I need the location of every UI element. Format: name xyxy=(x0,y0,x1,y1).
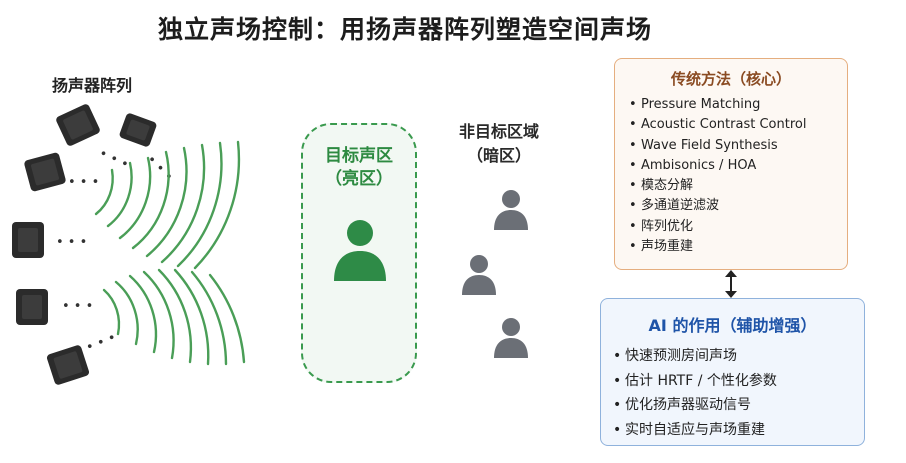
bright-zone: 目标声区 （亮区） xyxy=(301,123,417,383)
sound-waves-upper xyxy=(94,140,241,270)
list-item: •实时自适应与声场重建 xyxy=(613,418,864,443)
list-item: •Ambisonics / HOA xyxy=(629,156,847,176)
traditional-methods-title: 传统方法（核心） xyxy=(670,70,791,88)
bright-zone-title-line1: 目标声区 xyxy=(325,146,393,166)
bullet-icon: • xyxy=(613,397,622,413)
list-item: •优化扬声器驱动信号 xyxy=(613,393,864,418)
bullet-icon: • xyxy=(629,137,637,153)
bullet-icon: • xyxy=(613,348,622,364)
list-item: •声场重建 xyxy=(629,237,847,257)
ellipsis-dots: • • • xyxy=(68,175,99,190)
person-icon-dark xyxy=(462,255,496,295)
bullet-icon: • xyxy=(613,372,622,389)
dark-zone-title-line2: （暗区） xyxy=(466,146,531,165)
traditional-methods-box: 传统方法（核心） •Pressure Matching •Acoustic Co… xyxy=(614,58,848,270)
list-item-text: 多通道逆滤波 xyxy=(641,198,720,214)
bullet-icon: • xyxy=(629,97,637,112)
list-item-text: 估计 HRTF / 个性化参数 xyxy=(625,372,777,389)
bullet-icon: • xyxy=(629,178,637,194)
ai-role-box: AI 的作用（辅助增强） •快速预测房间声场 •估计 HRTF / 个性化参数 … xyxy=(600,298,865,446)
speaker-icon xyxy=(16,289,48,325)
speaker-array-label: 扬声器阵列 xyxy=(52,76,133,95)
list-item: •快速预测房间声场 xyxy=(613,344,864,369)
list-item: •估计 HRTF / 个性化参数 xyxy=(613,369,864,394)
ellipsis-dots: • • • xyxy=(96,146,131,173)
bright-zone-title-line2: （亮区） xyxy=(325,169,393,189)
list-item-text: Ambisonics / HOA xyxy=(641,157,757,173)
list-item: •Acoustic Contrast Control xyxy=(629,115,847,135)
list-item-text: 声场重建 xyxy=(641,239,694,255)
speaker-icon xyxy=(24,152,66,192)
ellipsis-dots: • • • xyxy=(84,330,119,356)
person-icon-dark xyxy=(494,190,528,230)
speaker-icon xyxy=(12,222,44,258)
bullet-icon: • xyxy=(629,198,637,214)
list-item-text: 实时自适应与声场重建 xyxy=(625,421,765,438)
ellipsis-dots: • • • xyxy=(62,299,93,314)
bullet-icon: • xyxy=(629,239,637,255)
list-item-text: Acoustic Contrast Control xyxy=(641,117,807,133)
speaker-icon xyxy=(46,345,90,385)
list-item-text: 优化扬声器驱动信号 xyxy=(625,397,751,413)
page-title: 独立声场控制：用扬声器阵列塑造空间声场 xyxy=(157,15,652,44)
ellipsis-dots: • • • xyxy=(56,235,87,250)
speaker-icon xyxy=(56,104,100,146)
sound-waves-lower xyxy=(102,268,246,366)
dark-zone-title-line1: 非目标区域 xyxy=(458,122,539,141)
list-item: •阵列优化 xyxy=(629,217,847,237)
ai-role-title: AI 的作用（辅助增强） xyxy=(648,316,817,335)
bullet-icon: • xyxy=(629,157,637,173)
bullet-icon: • xyxy=(613,421,622,438)
double-arrow-icon xyxy=(725,270,737,298)
dark-zone-title: 非目标区域 （暗区） xyxy=(450,120,548,168)
ai-role-list: •快速预测房间声场 •估计 HRTF / 个性化参数 •优化扬声器驱动信号 •实… xyxy=(613,344,864,442)
list-item-text: 阵列优化 xyxy=(641,218,694,234)
speaker-icon xyxy=(119,113,157,147)
list-item-text: Wave Field Synthesis xyxy=(641,137,778,153)
bright-zone-title: 目标声区 （亮区） xyxy=(303,145,415,191)
bullet-icon: • xyxy=(629,218,637,234)
list-item: •模态分解 xyxy=(629,176,847,196)
list-item: •多通道逆滤波 xyxy=(629,196,847,216)
person-icon-dark xyxy=(494,318,528,358)
list-item-text: 快速预测房间声场 xyxy=(625,348,737,364)
bullet-icon: • xyxy=(629,117,637,133)
person-icon-bright xyxy=(334,220,386,281)
traditional-methods-list: •Pressure Matching •Acoustic Contrast Co… xyxy=(629,95,847,257)
list-item-text: Pressure Matching xyxy=(641,97,761,112)
list-item: •Wave Field Synthesis xyxy=(629,136,847,156)
list-item: • Pressure Matching xyxy=(629,95,847,115)
list-item-text: 模态分解 xyxy=(641,178,694,194)
